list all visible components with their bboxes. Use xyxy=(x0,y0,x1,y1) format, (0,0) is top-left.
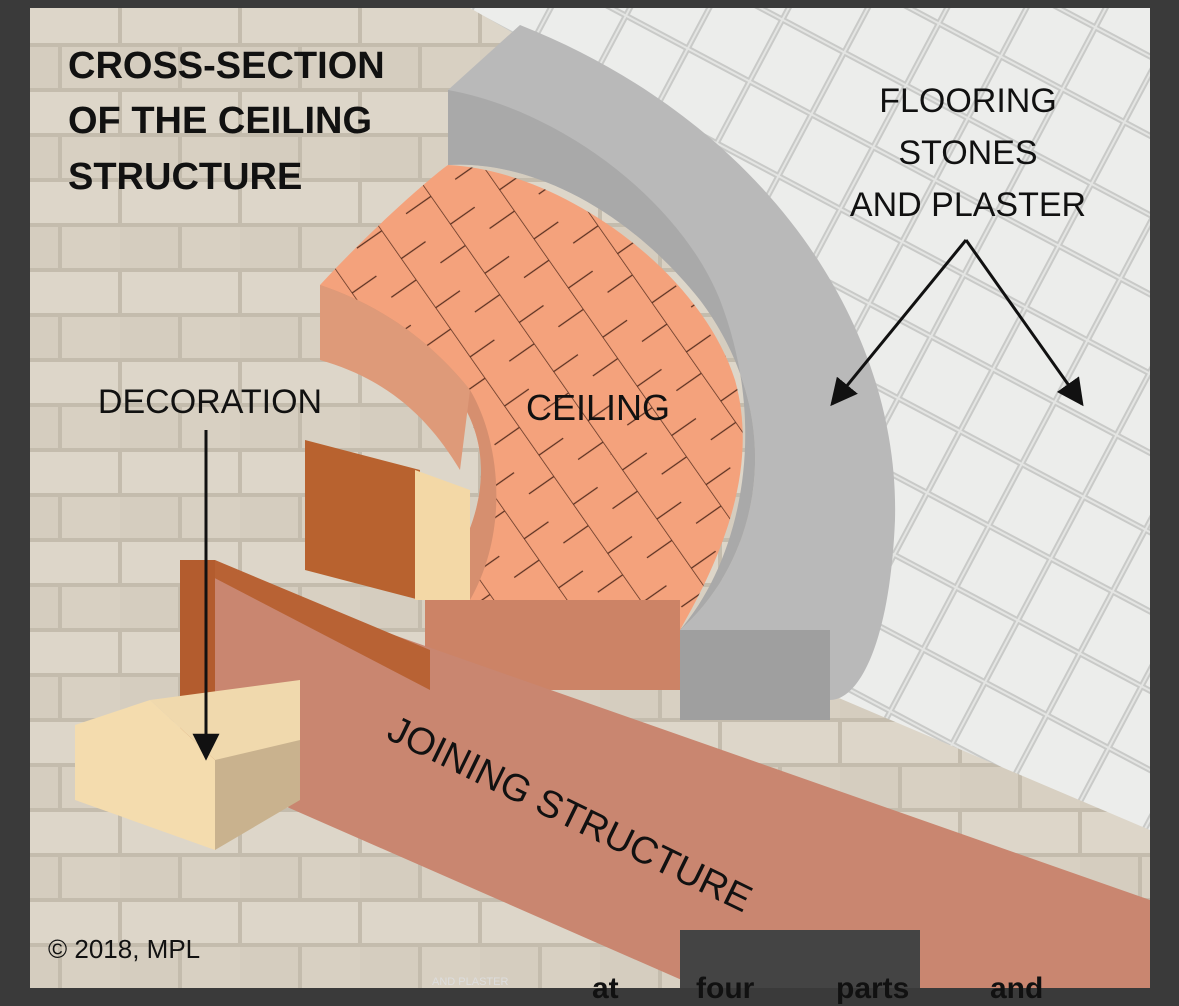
fragment-small-text: AND PLASTER xyxy=(432,976,509,988)
fragment-word-3: parts xyxy=(836,972,910,1005)
joining-beam-top xyxy=(180,560,430,690)
flooring-line-2: STONES xyxy=(898,134,1037,172)
fragment-word-1: at xyxy=(592,972,619,1005)
flooring-line-3: AND PLASTER xyxy=(850,186,1086,224)
plaster-front-block xyxy=(680,630,830,720)
upper-wood-board xyxy=(305,440,420,600)
title-line-1: CROSS-SECTION xyxy=(68,45,385,87)
fragment-word-4: and xyxy=(990,972,1044,1005)
title-line-2: OF THE CEILING xyxy=(68,100,372,142)
plaster-band xyxy=(448,25,896,720)
flooring-tiles xyxy=(470,8,1150,830)
flooring-arrow-right xyxy=(964,239,1084,407)
decoration-label: DECORATION xyxy=(98,383,322,421)
decoration-carving xyxy=(215,740,300,850)
decoration-block xyxy=(75,700,215,850)
plaster-band-shade xyxy=(448,90,756,630)
flooring-line-1: FLOORING xyxy=(879,82,1057,120)
copyright-credit: © 2018, MPL xyxy=(48,934,201,964)
fragment-word-2: four xyxy=(696,972,755,1005)
upper-board-cap xyxy=(415,470,470,600)
flooring-arrow-left xyxy=(830,239,968,407)
diagram-title: CROSS-SECTION OF THE CEILING STRUCTURE xyxy=(68,45,385,198)
bottom-shadow xyxy=(680,930,920,988)
ceiling-planks xyxy=(320,165,743,690)
ceiling-end-face xyxy=(320,285,470,470)
flooring-label: FLOORING STONES AND PLASTER xyxy=(850,82,1086,224)
title-line-3: STRUCTURE xyxy=(68,156,302,198)
ceiling-label: CEILING xyxy=(526,387,670,428)
